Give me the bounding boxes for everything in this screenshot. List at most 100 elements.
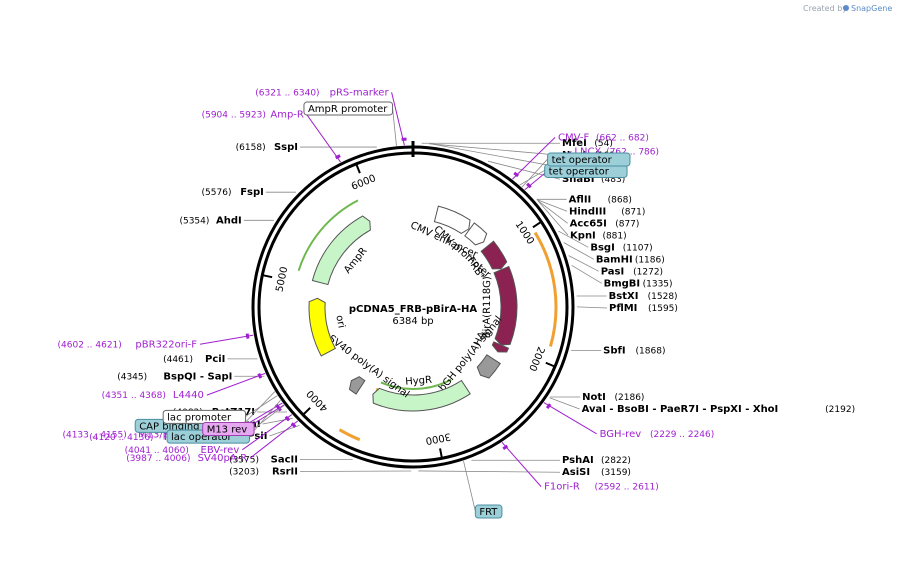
primer-position: (5904 .. 5923) xyxy=(202,111,266,121)
site-label: SbfI xyxy=(603,345,625,356)
site-leader-line xyxy=(568,255,599,272)
primer-position: (6321 .. 6340) xyxy=(255,88,319,98)
primer-mark xyxy=(526,182,532,189)
primer-position: (662 .. 682) xyxy=(596,133,649,143)
ring-tick-label: 3000 xyxy=(425,430,452,446)
primer-mark xyxy=(284,415,291,422)
primer-leader-line xyxy=(512,136,556,180)
site-position: (1868) xyxy=(636,346,666,356)
ring-tick-label: 1000 xyxy=(513,219,536,246)
site-label: SacII xyxy=(271,454,298,465)
boxed-leader-line xyxy=(249,399,281,437)
snapgene-logo-icon xyxy=(843,5,849,11)
site-label: Acc65I xyxy=(570,218,607,229)
ring-tick-label: 6000 xyxy=(350,173,378,193)
site-position: (2822) xyxy=(601,456,631,466)
site-position: (54) xyxy=(594,139,612,149)
feature-arrow xyxy=(308,297,337,357)
site-leader-line xyxy=(432,143,561,168)
site-label: MfeI xyxy=(562,138,587,149)
site-label: KpnI xyxy=(570,230,596,241)
feature-box xyxy=(547,152,631,167)
site-leader-line xyxy=(429,143,561,156)
boxed-leader-line xyxy=(392,108,397,146)
site-leader-line xyxy=(549,397,580,410)
site-label: PshAI xyxy=(562,455,594,466)
primer-mark xyxy=(257,372,263,379)
primer-label: LNCX xyxy=(574,146,601,157)
feature-label: bGH poly(A) signal xyxy=(437,314,504,393)
feature-box xyxy=(474,504,503,519)
primer-position: (4602 .. 4621) xyxy=(58,340,122,350)
feature-arrow xyxy=(491,341,510,353)
feature-box-label: M13 rev xyxy=(207,424,248,435)
ring-tick-label: 5000 xyxy=(274,266,290,293)
feature-arrow xyxy=(480,240,508,270)
boxed-leader-line xyxy=(521,158,548,188)
site-position: (1186) xyxy=(635,255,665,265)
site-label: AhdI xyxy=(216,215,242,226)
primer-position: (2229 .. 2246) xyxy=(650,430,714,440)
site-position: (6158) xyxy=(236,143,266,153)
site-label: BstXI xyxy=(609,291,639,302)
primer-mark xyxy=(545,403,552,409)
ring-tick-label: 2000 xyxy=(526,345,546,373)
primer-label: pBR322ori-F xyxy=(135,339,197,350)
feature-arrow xyxy=(493,265,518,346)
site-label: BmgBI xyxy=(604,278,641,289)
ring-tick xyxy=(263,274,273,279)
feature-label: BirA(R118G) xyxy=(482,276,493,338)
plasmid-name: pCDNA5_FRB-pBirA-HA xyxy=(349,304,478,315)
site-position: (1528) xyxy=(648,292,678,302)
feature-arrow xyxy=(476,354,501,379)
feature-box xyxy=(202,421,255,436)
site-position: (1272) xyxy=(633,267,663,277)
site-position: (4345) xyxy=(117,372,147,382)
site-label: HindIII xyxy=(569,206,606,217)
site-label: PflMI xyxy=(609,303,637,314)
site-position: (483) xyxy=(601,175,625,185)
plasmid-length: 6384 bp xyxy=(392,316,433,327)
green-region-arc xyxy=(297,199,359,272)
feature-box-label: AmpR promoter xyxy=(308,104,388,115)
site-label: BspQI - SapI xyxy=(163,371,232,382)
primer-leader-line xyxy=(306,114,341,163)
site-label: PasI xyxy=(601,266,624,277)
site-label: BsgI xyxy=(590,242,614,253)
site-position: (4461) xyxy=(163,355,193,365)
feature-arrow xyxy=(311,215,371,286)
primer-position: (4120 .. 4136) xyxy=(89,433,153,443)
site-position: (5576) xyxy=(202,188,232,198)
primer-label: pRS-marker xyxy=(330,87,390,98)
primer-mark xyxy=(513,171,520,178)
site-leader-line xyxy=(571,264,602,284)
site-leader-line xyxy=(418,470,561,473)
primer-label: L4440 xyxy=(173,390,204,401)
ring-tick xyxy=(545,361,555,368)
site-position: (877) xyxy=(615,219,639,229)
primer-position: (4133 .. 4155) xyxy=(62,430,126,440)
site-position: (1595) xyxy=(648,304,678,314)
primer-label: Amp-R xyxy=(270,110,304,121)
feature-box-label: lac operator xyxy=(171,432,232,443)
site-label: AflII xyxy=(569,194,592,205)
feature-box xyxy=(303,101,394,116)
primer-position: (762 .. 786) xyxy=(606,147,659,157)
site-leader-line xyxy=(576,306,608,309)
orange-region-arc xyxy=(533,231,558,347)
primer-leader-line xyxy=(501,442,542,487)
primer-leader-line xyxy=(391,92,405,146)
boxed-leader-line xyxy=(245,395,278,417)
feature-arrow xyxy=(433,205,471,235)
feature-box-label: lac promoter xyxy=(167,412,232,423)
feature-box-label: CAP binding site xyxy=(139,421,221,432)
site-label: AvaI - BsoBI - PaeR7I - PspXI - XhoI xyxy=(582,404,779,415)
primer-mark xyxy=(290,422,297,428)
primer-label: EBV-rev xyxy=(201,445,240,456)
site-position: (868) xyxy=(608,195,632,205)
boxed-leader-line xyxy=(463,460,476,512)
primer-position: (3987 .. 4006) xyxy=(126,454,190,464)
site-label: RsrII xyxy=(272,466,298,477)
